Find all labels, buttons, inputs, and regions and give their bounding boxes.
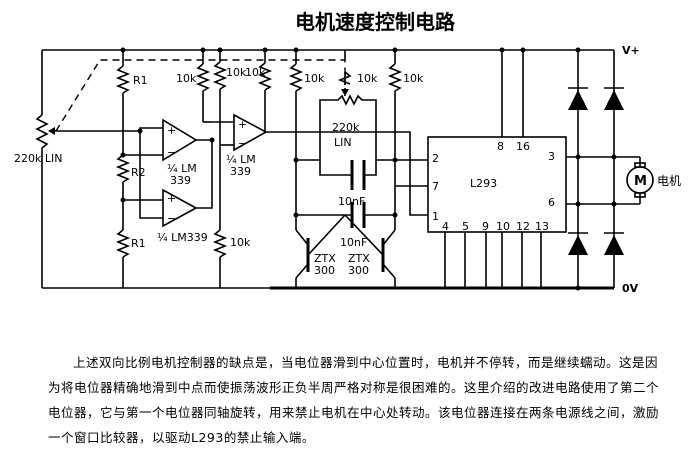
pullup-5-label: 10k <box>403 72 424 85</box>
divider-chain: R1 R2 R1 <box>115 47 148 288</box>
r1-top-label: R1 <box>133 74 148 87</box>
pot-linkage <box>55 59 346 132</box>
pulldown-1: 10k <box>212 145 251 288</box>
transistor-b-num: 300 <box>348 264 369 277</box>
transistor-a: ZTX 300 <box>295 214 346 288</box>
cap-b-label: 10nF <box>340 236 367 249</box>
cap-b: 10nF <box>293 202 398 249</box>
cap-a: 10nF <box>293 112 398 208</box>
motor-symbol: M <box>634 174 647 189</box>
cap-a-label: 10nF <box>338 195 365 208</box>
ground-rail-label: 0V <box>622 282 639 295</box>
transistor-a-name: ZTX <box>314 252 336 265</box>
description-paragraph: 上述双向比例电机控制器的缺点是，当电位器滑到中心位置时，电机并不停转，而是继续蠕… <box>48 355 660 445</box>
pullup-4-label: 10k <box>304 72 325 85</box>
pin-10: 10 <box>496 220 510 233</box>
comparator-lower-plus: + <box>167 192 176 205</box>
diagram-title: 电机速度控制电路 <box>295 10 456 34</box>
comparator-third-minus: − <box>238 137 247 150</box>
r2-label: R2 <box>131 166 146 179</box>
comparator-upper-frac: ¼ LM <box>167 162 197 175</box>
l293-label: L293 <box>470 177 497 190</box>
pot-main-label: 220k LIN <box>14 152 62 165</box>
l293-ic: L293 2 7 1 8 16 3 6 4 5 9 10 12 13 <box>266 47 567 288</box>
pot-oscillator: 10k 220k LIN <box>319 50 378 149</box>
comparator-third: + − ¼ LM 339 <box>209 113 268 178</box>
pin-3: 3 <box>548 150 555 163</box>
pin-5: 5 <box>462 220 469 233</box>
pullup-1-label: 10k <box>176 72 197 85</box>
pin-13: 13 <box>535 220 549 233</box>
diode-bridge <box>566 47 640 291</box>
pullup-2-label: 10k <box>226 66 247 79</box>
pin-9: 9 <box>482 220 489 233</box>
comparator-third-frac: ¼ LM <box>226 153 256 166</box>
transistor-b-name: ZTX <box>348 252 370 265</box>
motor-speed-control-schematic: 电机速度控制电路 V+ 0V 220k LIN R1 R2 R1 <box>14 10 681 295</box>
transistor-b: ZTX 300 <box>344 214 396 288</box>
pin-2: 2 <box>432 152 439 165</box>
pin-12: 12 <box>516 220 530 233</box>
pullup-2: 10k <box>212 47 247 146</box>
pullup-3: 10k <box>245 47 273 133</box>
pullup-1: 10k <box>176 47 212 123</box>
pot-osc-r-label: 10k <box>357 72 378 85</box>
motor-label: 电机 <box>657 174 681 188</box>
positive-rail-label: V+ <box>622 44 640 57</box>
r1-bottom-label: R1 <box>131 237 146 250</box>
comparator-upper-plus: + <box>167 124 176 137</box>
comparator-lower-label: ¼ LM339 <box>157 231 208 244</box>
pin-7: 7 <box>432 180 439 193</box>
pin-8: 8 <box>497 140 504 153</box>
transistor-a-num: 300 <box>314 264 335 277</box>
pot-osc-value: 220k <box>332 121 360 134</box>
pot-main: 220k LIN <box>14 50 62 288</box>
comparator-third-plus: + <box>238 118 247 131</box>
comparator-third-num: 339 <box>230 165 251 178</box>
comparator-lower: + − ¼ LM339 <box>123 131 213 244</box>
pin-16: 16 <box>516 140 530 153</box>
comparator-upper-minus: − <box>167 146 176 159</box>
pot-osc-type: LIN <box>334 136 352 149</box>
motor: M 电机 <box>626 157 681 204</box>
pin-6: 6 <box>548 196 555 209</box>
comparator-upper-num: 339 <box>170 174 191 187</box>
positive-rail: V+ <box>42 44 640 57</box>
ground-rail: 0V <box>42 282 639 295</box>
comparator-lower-minus: − <box>167 212 176 225</box>
pin-4: 4 <box>442 220 449 233</box>
pulldown-1-label: 10k <box>230 236 251 249</box>
pullup-5: 10k <box>387 47 424 230</box>
pullup-3-label: 10k <box>245 66 266 79</box>
comparator-upper: + − ¼ LM 339 <box>56 118 198 187</box>
pin-1: 1 <box>432 210 439 223</box>
